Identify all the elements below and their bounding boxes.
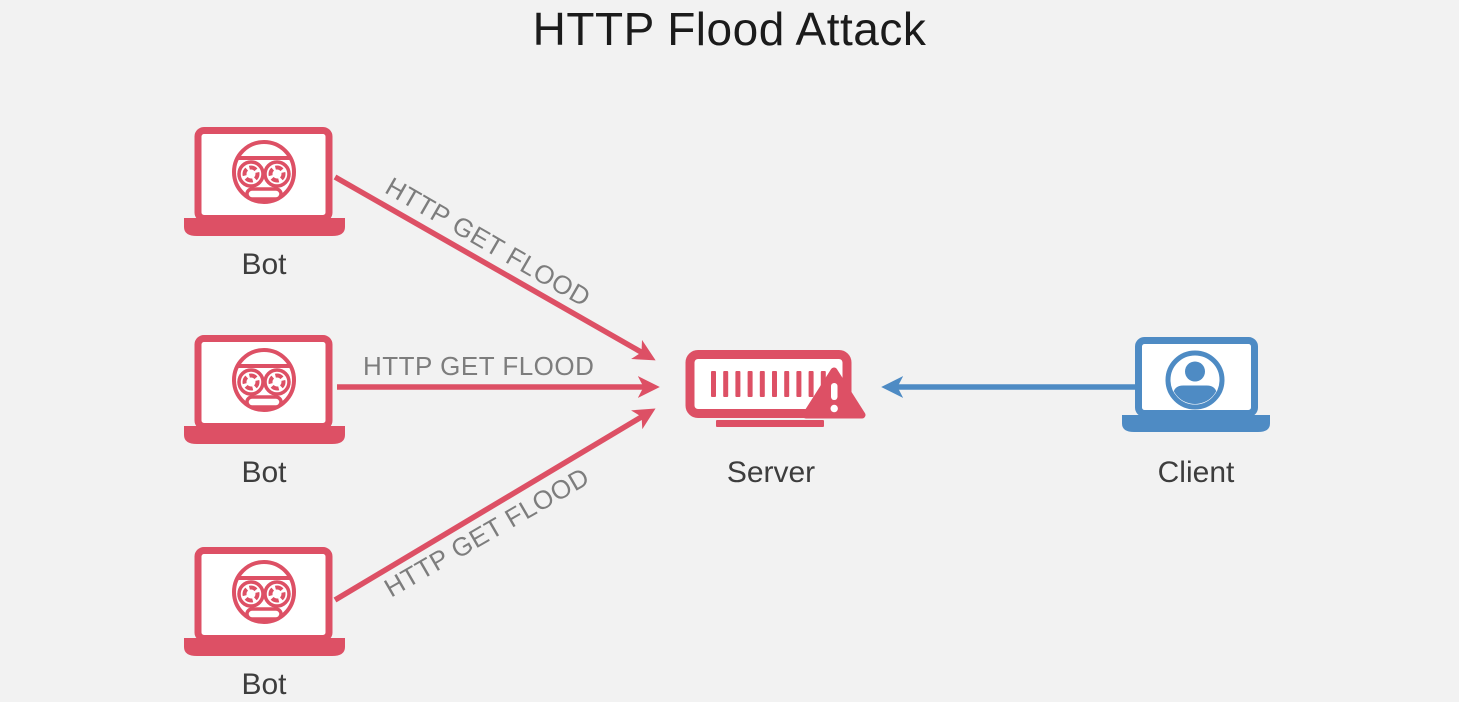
edge-bot1-server <box>333 174 656 361</box>
attack-edges <box>333 174 660 603</box>
bot-label: Bot <box>241 248 287 281</box>
client-label: Client <box>1157 456 1235 489</box>
warning-icon <box>802 367 866 419</box>
user-icon <box>1165 350 1225 410</box>
server-warning-icon <box>685 350 866 427</box>
server-slots <box>711 371 826 397</box>
edge-bot3-server <box>333 408 656 603</box>
bot-laptop-icon <box>184 339 345 445</box>
server-label: Server <box>726 456 816 489</box>
edge-label-http-get-flood: HTTP GET FLOOD <box>363 351 595 381</box>
bot-laptop-icon <box>184 131 345 237</box>
page-title: HTTP Flood Attack <box>532 3 927 55</box>
bot-laptop-icon <box>184 551 345 657</box>
server-shadow-bar <box>716 420 824 427</box>
client-laptop-icon <box>1122 337 1270 432</box>
bot-label: Bot <box>241 456 287 489</box>
bot-label: Bot <box>241 668 287 701</box>
